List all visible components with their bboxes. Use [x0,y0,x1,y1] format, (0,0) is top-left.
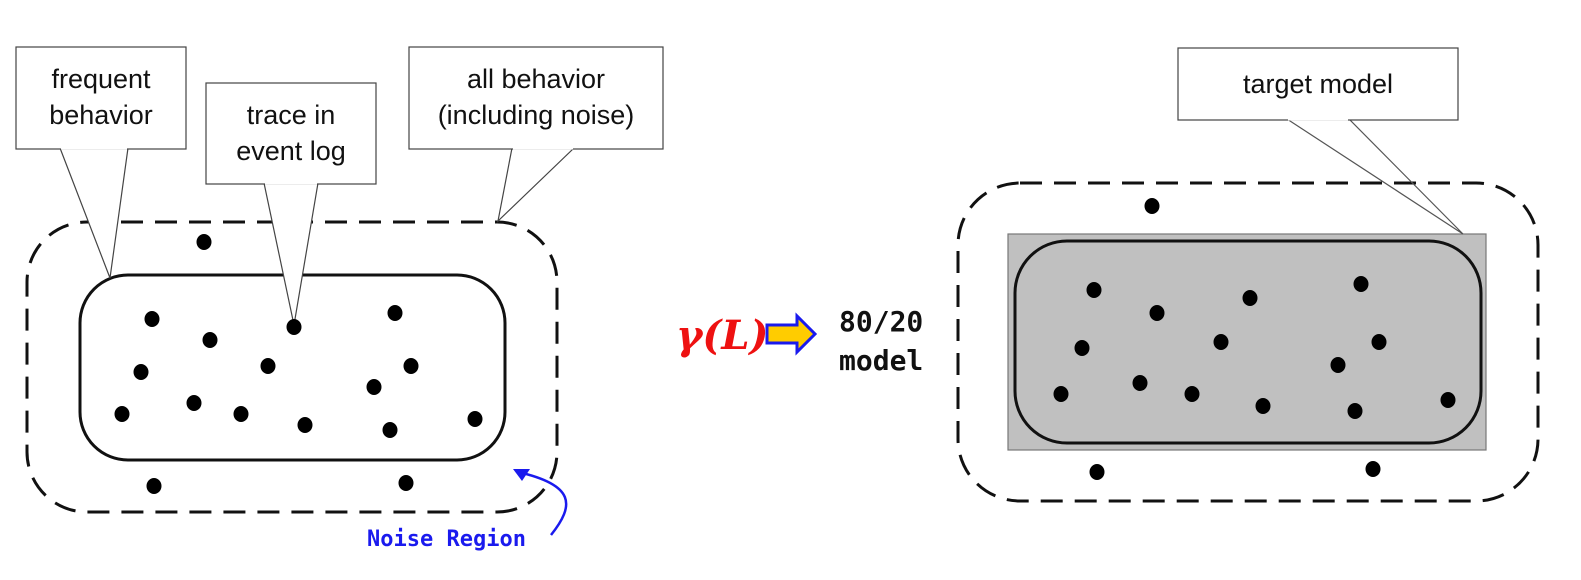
noise-region-label: Noise Region [367,527,526,552]
callout-target-model: target model [1177,47,1464,235]
frequent-behavior-region-right [1013,239,1483,445]
trace-dot [233,406,249,422]
right-panel: target model [956,47,1540,503]
callout-all-behavior: all behavior (including noise) [408,46,664,223]
result-label-line1: 80/20 [839,305,923,338]
trace-dot [387,305,403,321]
trace-dot [1132,375,1148,391]
trace-dot [1255,398,1271,414]
left-panel: frequent behavior trace in event log all… [15,46,664,552]
target-traces [1053,276,1456,419]
noise-dot [1089,464,1105,480]
trace-dot [1440,392,1456,408]
noise-dot [146,478,162,494]
trace-dot [1353,276,1369,292]
trace-dot [1242,290,1258,306]
gamma-function-label: γ(L) [676,312,768,359]
trace-dot [1184,386,1200,402]
trace-dot [297,417,313,433]
noise-region-annotation: Noise Region [367,469,568,552]
callout-frequent-line2: behavior [49,100,153,130]
noise-arrowhead [513,469,530,481]
right-arrow-icon [765,312,818,356]
noise-traces-right [1089,198,1381,480]
result-label-line2: model [839,344,923,377]
trace-dot [1086,282,1102,298]
trace-dot [202,332,218,348]
trace-dot [186,395,202,411]
noise-dot [1365,461,1381,477]
noise-dot [1144,198,1160,214]
callout-frequent-line1: frequent [51,64,151,94]
trace-dot [366,379,382,395]
trace-dot [467,411,483,427]
trace-dot [260,358,276,374]
noise-dot [398,475,414,491]
middle-transform: γ(L) 80/20 model [676,305,923,377]
all-behavior-region-right [956,181,1540,503]
trace-dot [1074,340,1090,356]
trace-dot [1053,386,1069,402]
noise-arrow [517,470,568,536]
trace-dot [1347,403,1363,419]
callout-frequent-behavior: frequent behavior [15,46,187,279]
callout-trace-line1: trace in [247,100,336,130]
noise-traces [146,234,414,494]
trace-dot [1371,334,1387,350]
trace-dot [133,364,149,380]
callout-target-model-text: target model [1243,69,1393,99]
callout-trace-line2: event log [236,136,346,166]
trace-dot [1330,357,1346,373]
trace-dot [114,406,130,422]
trace-dot [286,319,302,335]
trace-dot [382,422,398,438]
trace-dot [403,358,419,374]
noise-dot [196,234,212,250]
target-model-area [1007,233,1487,451]
trace-dot [1213,334,1229,350]
callout-trace-in-event-log: trace in event log [205,82,377,326]
frequent-traces [114,305,483,438]
callout-all-line2: (including noise) [438,100,635,130]
callout-all-line1: all behavior [467,64,605,94]
trace-dot [144,311,160,327]
trace-dot [1149,305,1165,321]
